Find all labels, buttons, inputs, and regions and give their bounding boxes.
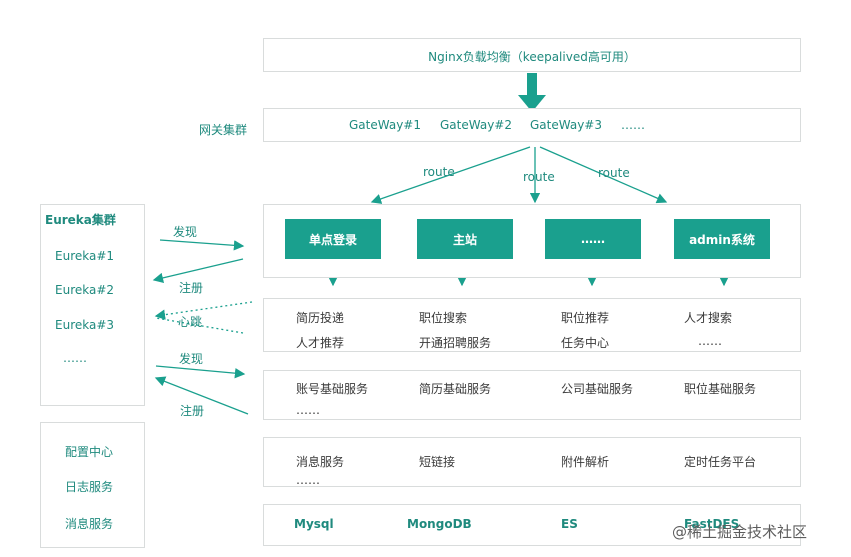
base-service-item: 简历基础服务 [419, 382, 492, 396]
gateway-box: GateWay#1 GateWay#2 GateWay#3 …… [263, 108, 801, 142]
app-sso: 单点登录 [285, 219, 381, 259]
gateway-cluster-label: 网关集群 [199, 123, 248, 137]
app-more: …… [545, 219, 641, 259]
common-service-item: 定时任务平台 [684, 455, 757, 469]
watermark: @稀土掘金技术社区 [672, 523, 808, 541]
storage-box: Mysql MongoDB ES FastDFS [263, 504, 801, 546]
common-service-item: 短链接 [419, 455, 456, 469]
eureka-node-2: Eureka#2 [55, 283, 115, 297]
app-admin: admin系统 [674, 219, 770, 259]
common-services-box: 消息服务 短链接 附件解析 定时任务平台 …… [263, 437, 801, 487]
business-item: 开通招聘服务 [419, 336, 492, 350]
eureka-cluster-box: Eureka集群 Eureka#1 Eureka#2 Eureka#3 …… [40, 204, 145, 406]
business-item: 简历投递 [296, 311, 345, 325]
business-item: 职位搜索 [419, 311, 468, 325]
gateway-node-2: GateWay#2 [440, 118, 512, 132]
eureka-arrows [152, 239, 253, 415]
gateway-node-3: GateWay#3 [530, 118, 602, 132]
gateway-node-1: GateWay#1 [349, 118, 421, 132]
business-item: 人才搜索 [684, 311, 733, 325]
base-service-item: 公司基础服务 [561, 382, 634, 396]
business-item: 任务中心 [561, 336, 610, 350]
common-service-item: 附件解析 [561, 455, 610, 469]
gateway-more: …… [621, 118, 645, 132]
eureka-node-3: Eureka#3 [55, 318, 115, 332]
discover-label-bottom: 发现 [179, 352, 204, 366]
storage-mongodb: MongoDB [407, 517, 472, 531]
message-service-label: 消息服务 [65, 517, 114, 531]
base-service-more: …… [296, 403, 320, 417]
business-item: 人才推荐 [296, 336, 345, 350]
app-main-site: 主站 [417, 219, 513, 259]
base-service-item: 账号基础服务 [296, 382, 369, 396]
common-service-item: 消息服务 [296, 455, 345, 469]
eureka-cluster-title: Eureka集群 [45, 213, 116, 227]
common-service-more: …… [296, 473, 320, 487]
config-center-label: 配置中心 [65, 445, 114, 459]
heartbeat-label: 心跳 [178, 315, 203, 329]
register-label-bottom: 注册 [180, 404, 205, 418]
route-label-right: route [598, 166, 630, 180]
business-services-box: 简历投递 职位搜索 职位推荐 人才搜索 人才推荐 开通招聘服务 任务中心 …… [263, 298, 801, 352]
business-item: …… [698, 334, 722, 348]
base-services-box: 账号基础服务 简历基础服务 公司基础服务 职位基础服务 …… [263, 370, 801, 420]
nginx-label: Nginx负载均衡（keepalived高可用） [428, 50, 636, 64]
nginx-box: Nginx负载均衡（keepalived高可用） [263, 38, 801, 72]
route-label-middle: route [523, 170, 555, 184]
eureka-node-1: Eureka#1 [55, 249, 115, 263]
eureka-more: …… [63, 351, 87, 365]
business-item: 职位推荐 [561, 311, 610, 325]
route-label-left: route [423, 165, 455, 179]
discover-label-top: 发现 [173, 225, 198, 239]
route-arrows [370, 146, 668, 204]
storage-fastdfs: FastDFS [684, 517, 740, 531]
side-services-box: 配置中心 日志服务 消息服务 [40, 422, 145, 548]
log-service-label: 日志服务 [65, 480, 114, 494]
nginx-to-gateway-arrow [518, 73, 546, 112]
register-label-top: 注册 [179, 281, 204, 295]
storage-mysql: Mysql [294, 517, 334, 531]
base-service-item: 职位基础服务 [684, 382, 757, 396]
storage-es: ES [561, 517, 578, 531]
